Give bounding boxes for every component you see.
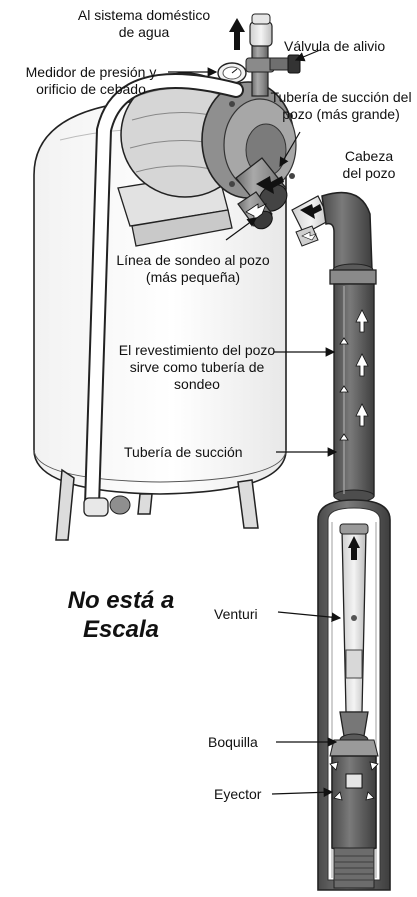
leader-drive: [225, 217, 257, 241]
up-arrow-icon: [229, 18, 245, 50]
label-suction-pipe: Tubería de succión: [124, 444, 243, 460]
leader-lines: [168, 49, 342, 798]
pump-housing: [201, 81, 297, 199]
label-casing: El revestimiento del pozo sirve como tub…: [118, 342, 276, 392]
venturi-tube: [339, 523, 369, 713]
discharge-pipe: [245, 13, 275, 97]
left-arrow-icon: [256, 176, 284, 194]
well-head-suction-inlet: [291, 195, 331, 235]
right-arrow-icon: [245, 203, 267, 221]
label-venturi: Venturi: [214, 606, 258, 622]
label-suction-large: Tubería de succión del pozo (más grande): [270, 89, 412, 122]
leader-venturi: [277, 611, 342, 622]
leader-relief-valve: [294, 49, 321, 62]
label-drive-line: Línea de sondeo al pozo (más pequeña): [116, 252, 270, 285]
not-to-scale-note: No está a Escala: [67, 587, 175, 643]
label-nozzle: Boquilla: [208, 734, 258, 750]
label-household-water: Al sistema doméstico de agua: [77, 7, 211, 40]
relief-valve: [269, 54, 301, 74]
ejector-flow-arrows: [329, 761, 379, 801]
label-gauge: Medidor de presión y orificio de cebado: [25, 64, 157, 97]
ejector-body: [331, 755, 377, 889]
well-head-elbow: [321, 191, 374, 277]
label-ejector: Eyector: [214, 786, 262, 802]
return-hose: [83, 73, 244, 517]
nozzle: [329, 711, 379, 757]
leader-ejector: [271, 787, 334, 798]
well-head-drive-inlet: [295, 225, 319, 247]
tank-legs: [55, 468, 259, 541]
leader-suction: [279, 131, 301, 168]
label-relief-valve: Válvula de alivio: [284, 38, 386, 54]
venturi-up-arrow-icon: [348, 536, 360, 560]
label-well-head: Cabeza del pozo: [342, 148, 396, 181]
casing-flow-arrows: [339, 309, 369, 441]
well-casing-upper: [329, 269, 377, 503]
